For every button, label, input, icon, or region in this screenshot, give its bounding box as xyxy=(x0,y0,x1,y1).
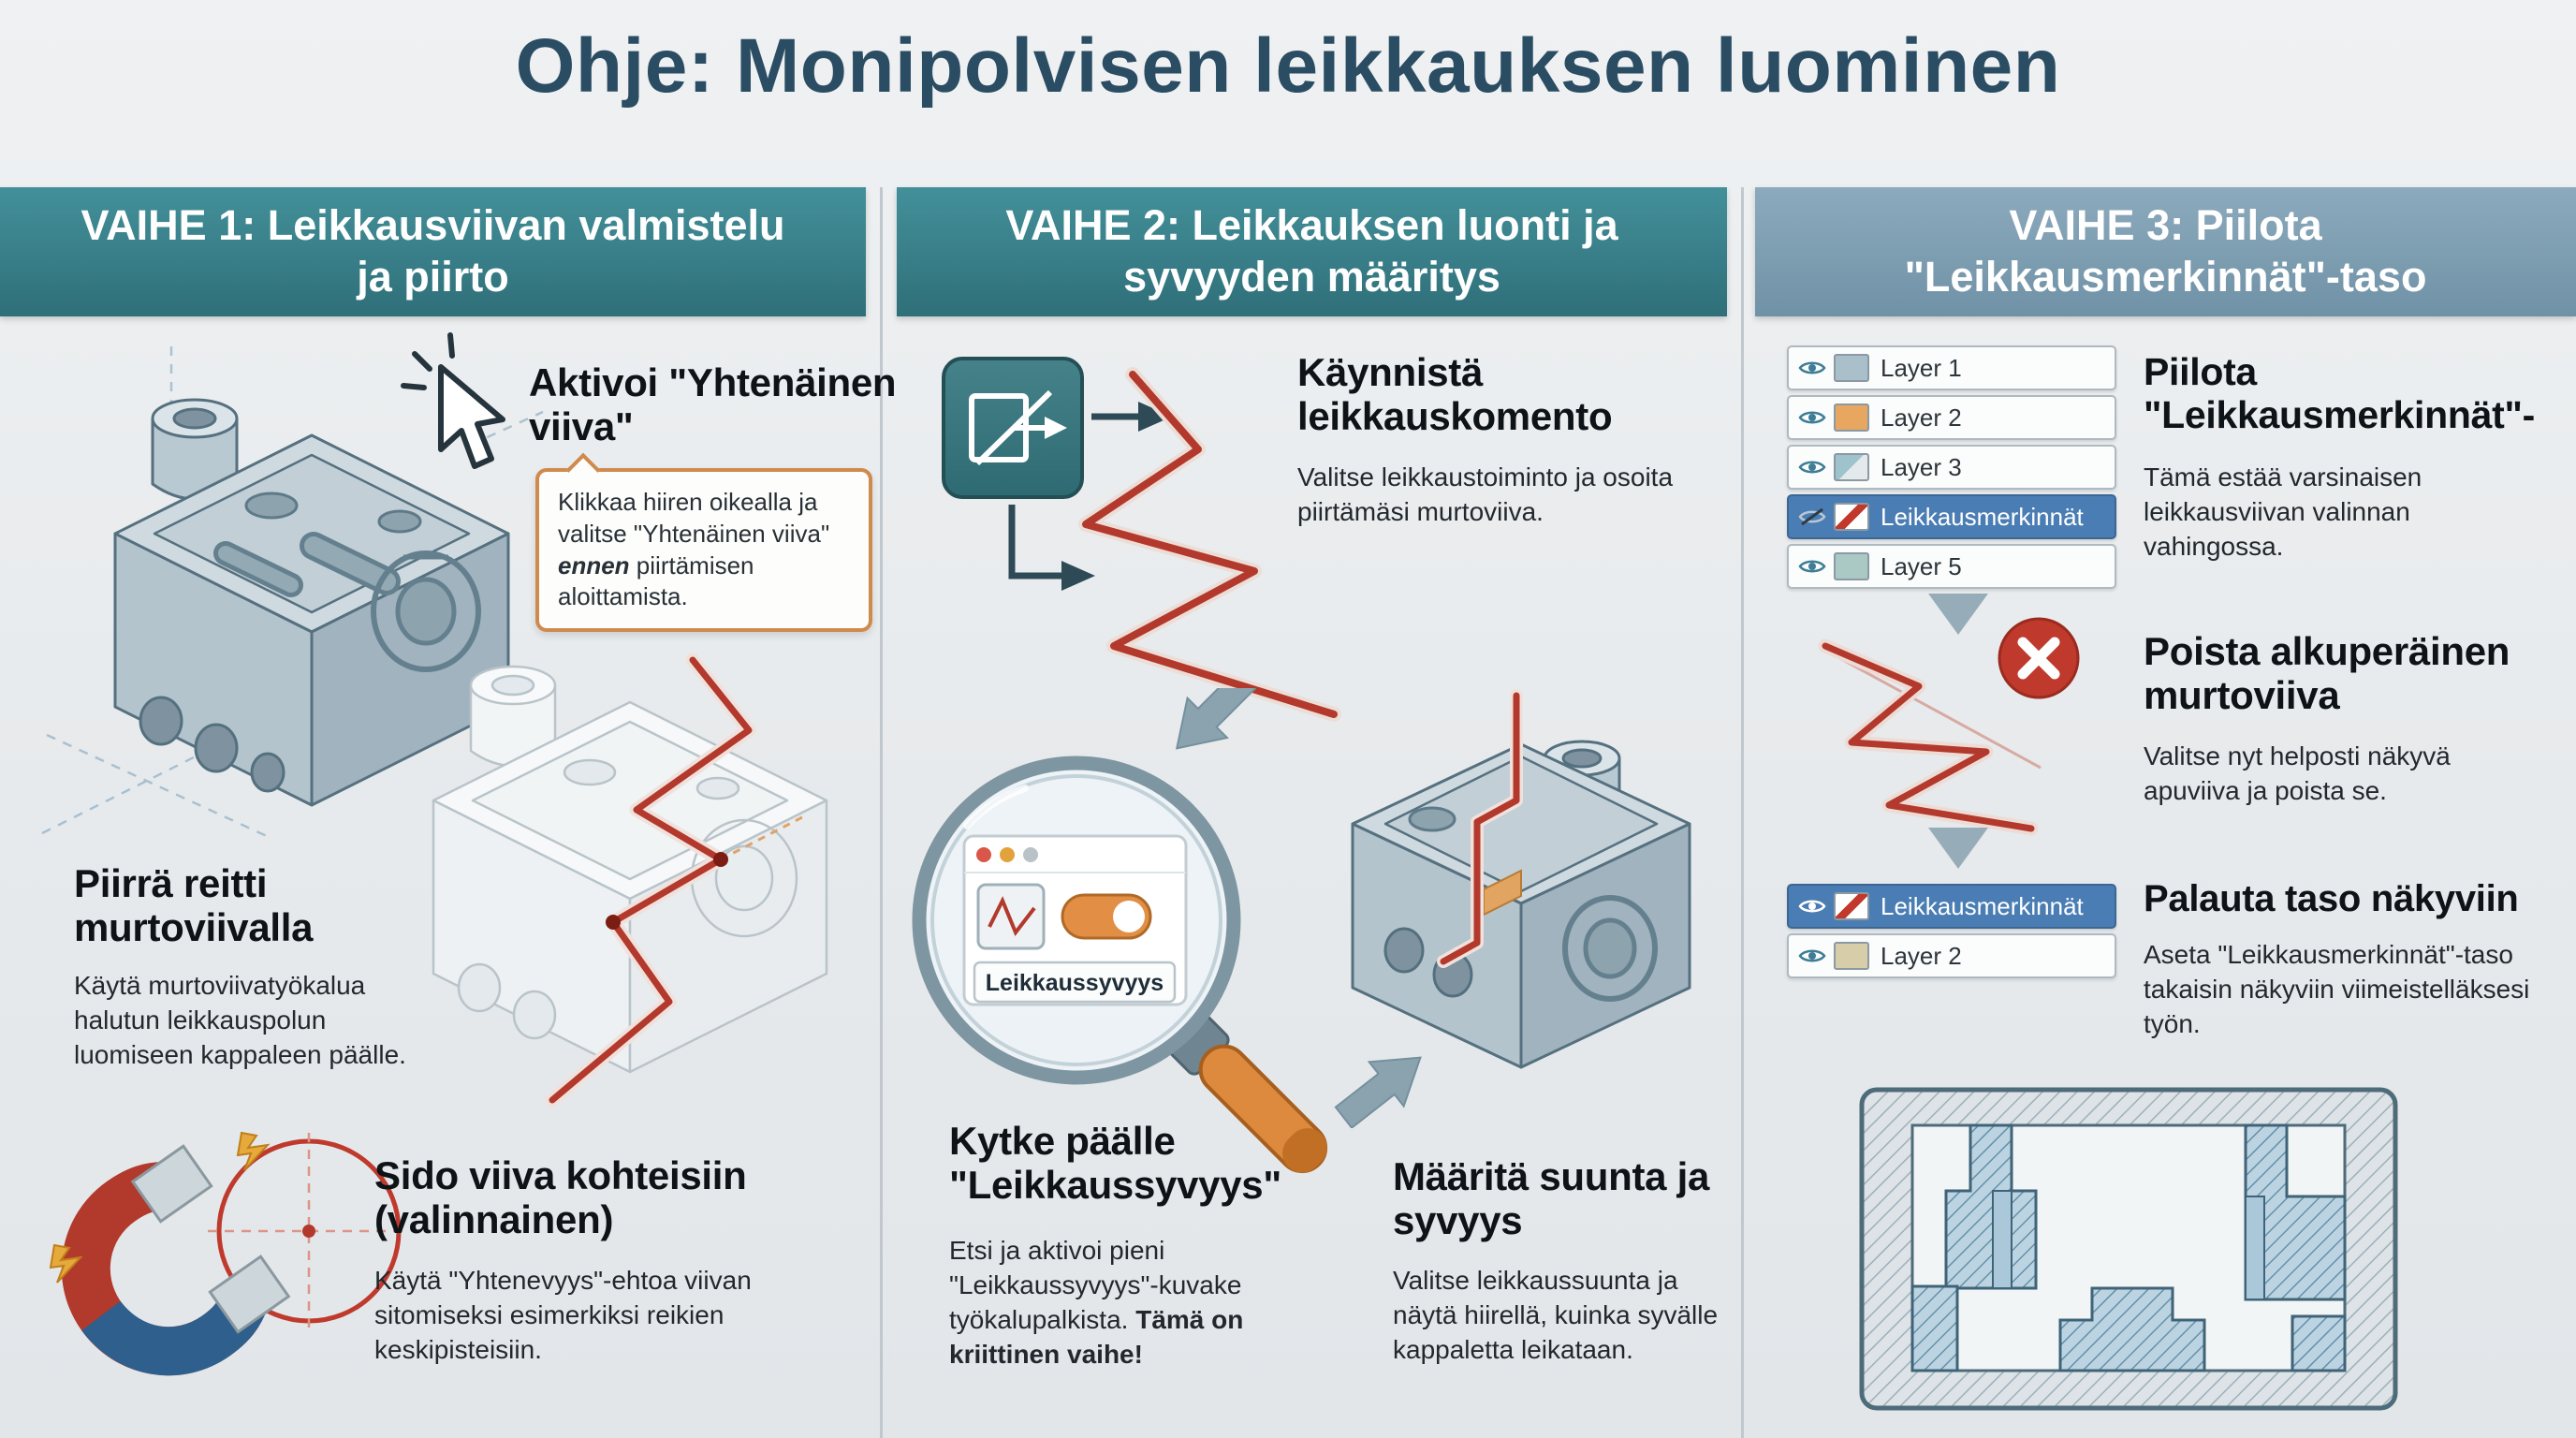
layer-row: Layer 5 xyxy=(1787,544,2116,589)
step3-1-title: Piilota "Leikkausmerkinnät"- xyxy=(2144,350,2535,436)
eye-icon xyxy=(1798,408,1834,427)
step3-1-body: Tämä estää varsinaisen leikkausviivan va… xyxy=(2144,462,2422,561)
cad-part-illustration xyxy=(41,346,544,838)
layer-swatch xyxy=(1834,892,1869,920)
bubble-text-bold: ennen xyxy=(558,550,630,580)
zigzag-polyline xyxy=(1078,367,1341,722)
column-divider xyxy=(880,187,883,1438)
layer-swatch xyxy=(1834,942,1869,970)
step2-header-label: VAIHE 2: Leikkauksen luonti ja syvyyden … xyxy=(1005,201,1618,301)
column-divider xyxy=(1741,187,1744,1438)
layer-label: Leikkausmerkinnät xyxy=(1881,502,2084,531)
layer-label: Leikkausmerkinnät xyxy=(1881,891,2084,920)
layer-row: Layer 1 xyxy=(1787,345,2116,390)
arrow-right-icon xyxy=(1091,402,1172,432)
layer-label: Layer 2 xyxy=(1881,403,1962,432)
eye-icon xyxy=(1798,557,1834,576)
layer-label: Layer 1 xyxy=(1881,353,1962,382)
arrow-up-right-icon xyxy=(1334,1056,1422,1128)
chevron-down-icon xyxy=(1928,828,1988,869)
eye-hidden-icon xyxy=(1798,507,1834,526)
eye-icon xyxy=(1798,359,1834,377)
layer-swatch xyxy=(1834,503,1869,531)
layer-swatch xyxy=(1834,552,1869,580)
step3-2-body: Valitse nyt helposti näkyvä apuviiva ja … xyxy=(2144,741,2451,805)
magnifier-toggle-label: Leikkaussyvyys xyxy=(986,970,1164,996)
tooltip-bubble: Klikkaa hiiren oikealla ja valitse "Yhte… xyxy=(535,452,872,633)
step2-1-title: Käynnistä leikkauskomento xyxy=(1297,350,1613,439)
step1-1-title: Aktivoi "Yhtenäinen viiva" xyxy=(529,360,897,449)
step2-3-body: Valitse leikkaussuunta ja näytä hiirellä… xyxy=(1393,1266,1719,1364)
part-with-section-illustration xyxy=(1351,689,1691,1069)
layer-row: Layer 2 xyxy=(1787,395,2116,440)
layer-swatch xyxy=(1834,354,1869,382)
step3-3-body: Aseta "Leikkausmerkinnät"-taso takaisin … xyxy=(2144,940,2530,1038)
eye-icon xyxy=(1798,897,1834,916)
step2-2-body-text: Etsi ja aktivoi pieni "Leikkaussyvyys"-k… xyxy=(949,1236,1242,1334)
step2-2-title: Kytke päälle "Leikkaussyvyys" xyxy=(949,1119,1281,1208)
step2-2-body-bold: Tämä on kriittinen vaihe! xyxy=(949,1304,1244,1369)
layer-label: Layer 2 xyxy=(1881,941,1962,970)
step1-2-body: Käytä murtoviivatyökalua halutun leikkau… xyxy=(74,971,406,1069)
layer-row: Layer 3 xyxy=(1787,445,2116,490)
step3-3-title: Palauta taso näkyviin xyxy=(2144,878,2519,919)
step1-header-label: VAIHE 1: Leikkausviivan valmistelu ja pi… xyxy=(80,201,785,301)
chevron-down-icon xyxy=(1928,594,1988,635)
step3-2-title: Poista alkuperäinen murtoviiva xyxy=(2144,629,2510,718)
step1-header: VAIHE 1: Leikkausviivan valmistelu ja pi… xyxy=(0,187,866,316)
layer-row-highlighted: Leikkausmerkinnät xyxy=(1787,494,2116,539)
step1-3-body: Käytä "Yhtenevyys"-ehtoa viivan sitomise… xyxy=(374,1266,752,1364)
cross-section-illustration xyxy=(1859,1087,2398,1411)
layers-panel: Layer 1 Layer 2 Layer 3 Leikkausmerkinnä… xyxy=(1787,345,2116,589)
arrow-elbow-icon xyxy=(1008,505,1095,591)
layer-swatch xyxy=(1834,404,1869,432)
step1-3-title: Sido viiva kohteisiin (valinnainen) xyxy=(374,1153,747,1242)
section-tool-icon xyxy=(942,357,1084,499)
step2-1-body: Valitse leikkaustoiminto ja osoita piirt… xyxy=(1297,462,1674,526)
page-title: Ohje: Monipolvisen leikkauksen luominen xyxy=(515,23,2061,109)
layer-row-highlighted: Leikkausmerkinnät xyxy=(1787,884,2116,929)
step3-header-label: VAIHE 3: Piilota "Leikkausmerkinnät"-tas… xyxy=(1904,201,2427,301)
layers-panel-restored: Leikkausmerkinnät Layer 2 xyxy=(1787,884,2116,978)
cursor-click-icon xyxy=(401,332,505,469)
layer-row: Layer 2 xyxy=(1787,933,2116,978)
eye-icon xyxy=(1798,458,1834,477)
delete-polyline-illustration xyxy=(1818,617,2080,836)
magnifier-toolbar-illustration: Leikkaussyvyys xyxy=(912,756,1328,1174)
step2-header: VAIHE 2: Leikkauksen luonti ja syvyyden … xyxy=(897,187,1727,316)
ghost-part-with-polyline xyxy=(432,653,828,1108)
arrow-down-left-icon xyxy=(1175,688,1257,750)
magnet-snap-illustration xyxy=(49,1131,410,1376)
layer-label: Layer 5 xyxy=(1881,551,1962,580)
step2-2-body: Etsi ja aktivoi pieni "Leikkaussyvyys"-k… xyxy=(949,1234,1361,1372)
step2-3-title: Määritä suunta ja syvyys xyxy=(1393,1154,1709,1243)
bubble-text: piirtämisen aloittamista. xyxy=(558,550,754,611)
eye-icon xyxy=(1798,946,1834,965)
step1-2-title: Piirrä reitti murtoviivalla xyxy=(74,861,314,950)
bubble-tail xyxy=(565,452,601,488)
layer-swatch xyxy=(1834,453,1869,481)
layer-label: Layer 3 xyxy=(1881,452,1962,481)
bubble-text: Klikkaa hiiren oikealla ja valitse "Yhte… xyxy=(558,488,830,548)
delete-x-icon xyxy=(2017,637,2060,680)
step3-header: VAIHE 3: Piilota "Leikkausmerkinnät"-tas… xyxy=(1755,187,2576,316)
